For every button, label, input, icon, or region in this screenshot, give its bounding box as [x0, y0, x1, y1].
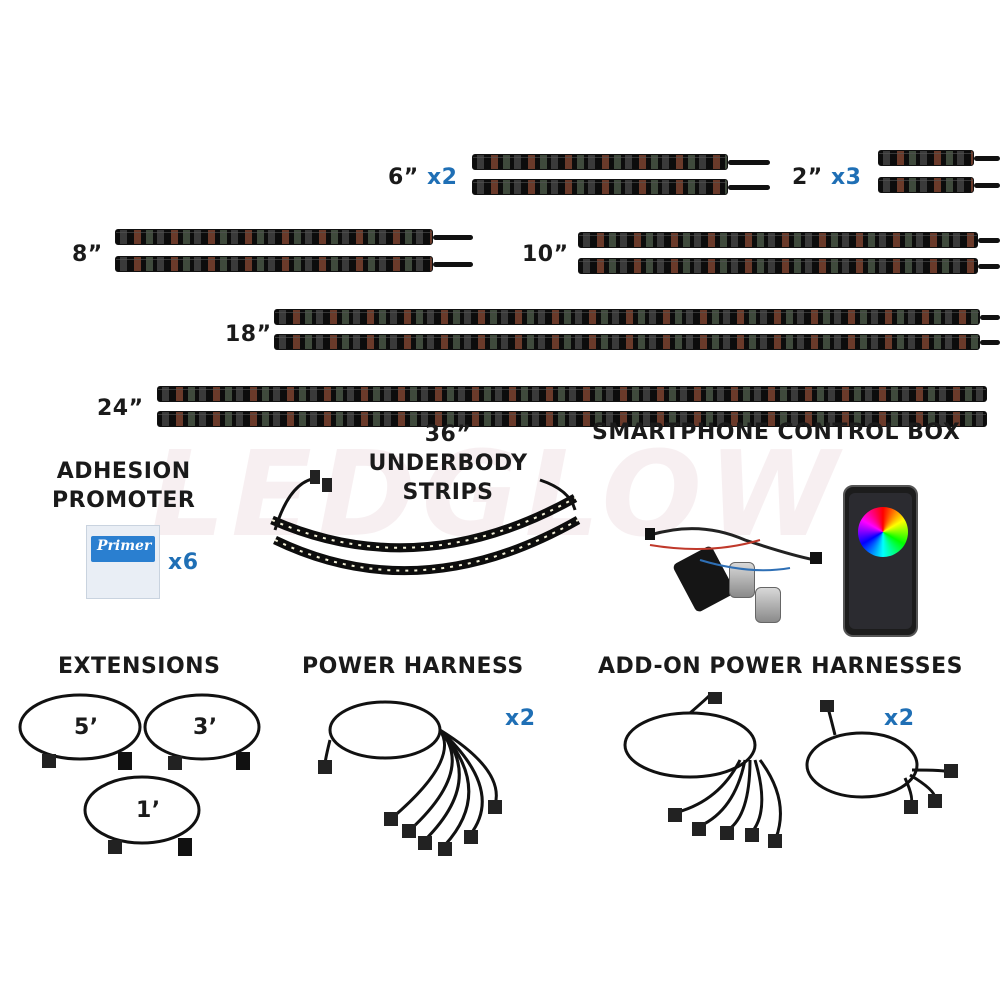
addon-harness-branch — [699, 759, 747, 828]
addon-harness-lead — [689, 693, 712, 715]
adhesion-qty: x6 — [168, 550, 199, 575]
connector — [384, 812, 398, 826]
led-strip-2in — [878, 150, 974, 166]
underbody-strips-heading: 36” UNDERBODY STRIPS — [368, 422, 528, 505]
led-strip-6in — [472, 154, 728, 170]
connector — [418, 836, 432, 850]
strip-cable — [974, 183, 1000, 188]
led-strip-10in — [578, 232, 978, 248]
strip-cable — [980, 315, 1000, 320]
connector — [108, 840, 122, 854]
extensions-heading: EXTENSIONS — [58, 654, 221, 679]
connector — [322, 478, 332, 492]
strip-6-label: 6” x2 — [388, 165, 458, 190]
strip-cable — [433, 235, 473, 240]
extension-1ft-loop — [83, 775, 201, 845]
strip-18-label: 18” — [225, 322, 272, 347]
addon-harness-small-lead — [826, 707, 837, 736]
connector — [464, 830, 478, 844]
connector — [178, 838, 192, 856]
power-harness-qty: x2 — [505, 706, 536, 731]
strip-cable — [978, 238, 1000, 243]
remote-key-fob — [755, 587, 781, 623]
led-strip-24in — [157, 386, 987, 402]
connector — [720, 826, 734, 840]
led-strip-18in — [274, 309, 980, 325]
addon-harness-small-loop — [805, 731, 919, 799]
connector — [768, 834, 782, 848]
strip-cable — [728, 185, 770, 190]
adhesion-promoter-heading: ADHESION PROMOTER — [52, 459, 196, 513]
connector — [438, 842, 452, 856]
strip-cable — [974, 156, 1000, 161]
smartphone — [843, 485, 918, 637]
connector — [402, 824, 416, 838]
strip-lead — [539, 478, 577, 511]
power-harness-branch — [439, 728, 498, 806]
connector — [668, 808, 682, 822]
connector — [810, 552, 822, 564]
connector — [928, 794, 942, 808]
addon-harness-branch — [750, 759, 764, 833]
addon-harness-branch — [677, 759, 742, 814]
connector — [168, 756, 182, 770]
strip-24-label: 24” — [97, 396, 144, 421]
power-harness-heading: POWER HARNESS — [302, 654, 524, 679]
strip-cable — [728, 160, 770, 165]
connector — [318, 760, 332, 774]
strip-cable — [433, 262, 473, 267]
strip-cable — [980, 340, 1000, 345]
connector — [118, 752, 132, 770]
led-strip-10in — [578, 258, 978, 274]
strip-8-label: 8” — [72, 242, 103, 267]
led-strip-2in — [878, 177, 974, 193]
extension-1ft-label: 1’ — [136, 798, 161, 823]
control-cable — [649, 527, 816, 562]
control-cable — [649, 539, 761, 550]
brand-watermark: LEDGLOW — [150, 425, 845, 563]
led-strip-6in — [472, 179, 728, 195]
control-cable — [699, 559, 791, 572]
primer-packet: Primer — [86, 525, 160, 599]
addon-harness-branch — [758, 759, 782, 839]
strip-cable — [978, 264, 1000, 269]
connector — [820, 700, 834, 712]
color-wheel-icon — [858, 507, 908, 557]
extension-3ft-label: 3’ — [193, 715, 218, 740]
connector — [692, 822, 706, 836]
strip-10-label: 10” — [522, 242, 569, 267]
connector — [236, 752, 250, 770]
connector — [904, 800, 918, 814]
connector — [708, 692, 722, 704]
underbody-strip — [274, 519, 579, 572]
power-harness-branch — [391, 729, 446, 820]
extension-3ft-loop — [143, 693, 261, 761]
connector — [944, 764, 958, 778]
underbody-strip — [271, 497, 576, 549]
power-harness-loop — [328, 700, 442, 760]
extension-5ft-label: 5’ — [74, 715, 99, 740]
connector — [645, 528, 655, 540]
led-strip-18in — [274, 334, 980, 350]
led-strip-24in — [157, 411, 987, 427]
connector — [310, 470, 320, 484]
connector — [42, 754, 56, 768]
strip-2-label: 2” x3 — [792, 165, 862, 190]
addon-harness-heading: ADD-ON POWER HARNESSES — [598, 654, 963, 679]
connector — [488, 800, 502, 814]
power-harness-branch — [438, 728, 484, 836]
led-strip-8in — [115, 229, 433, 245]
control-box-heading: SMARTPHONE CONTROL BOX — [592, 420, 961, 445]
extension-5ft-loop — [18, 693, 142, 761]
led-strip-8in — [115, 256, 433, 272]
power-harness-branch — [438, 728, 471, 847]
addon-harness-qty: x2 — [884, 706, 915, 731]
connector — [745, 828, 759, 842]
